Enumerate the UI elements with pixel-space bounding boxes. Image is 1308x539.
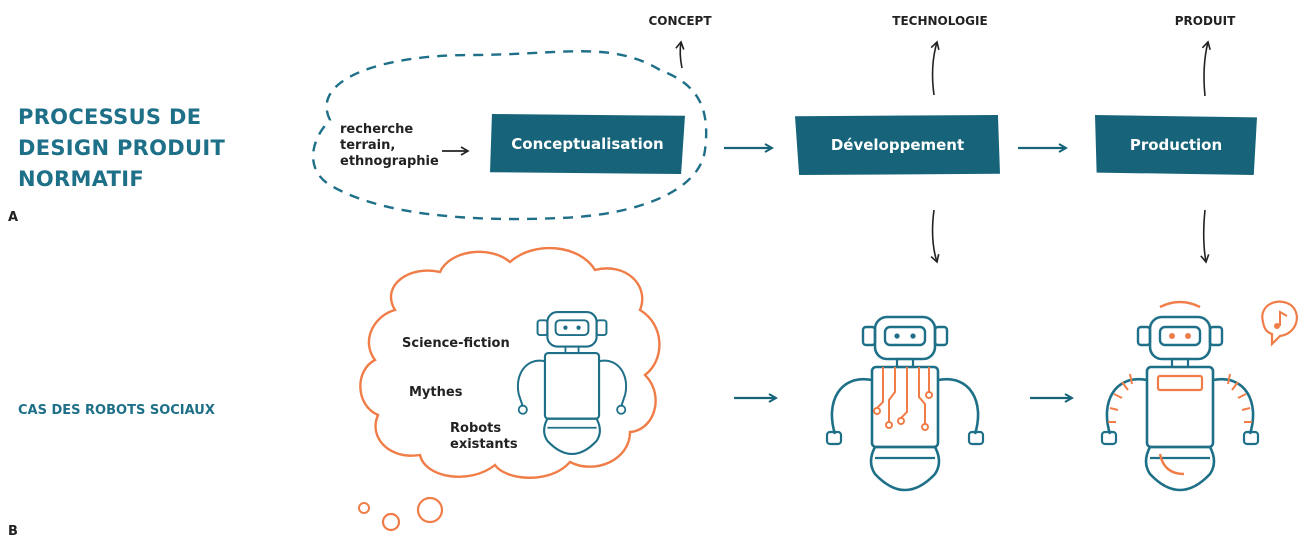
step-developpement: Développement xyxy=(795,115,1000,175)
research-label: recherche terrain, ethnographie xyxy=(340,122,439,170)
cloud-robots-line-2: existants xyxy=(450,437,518,452)
arrow-up-tech xyxy=(930,40,940,96)
research-scope-outline xyxy=(311,50,708,221)
arrow-up-concept xyxy=(675,40,685,69)
robot-imagined-icon xyxy=(516,311,628,456)
research-line-3: ethnographie xyxy=(340,154,439,169)
cloud-mythes: Mythes xyxy=(409,385,463,400)
thought-cloud xyxy=(359,246,661,479)
research-line-2: terrain, xyxy=(340,138,396,153)
arrow-down-prod xyxy=(1200,209,1210,264)
cloud-science-fiction: Science-fiction xyxy=(402,336,510,351)
arrow-up-prod xyxy=(1201,40,1211,97)
thought-bubble-medium xyxy=(381,512,401,532)
research-line-1: recherche xyxy=(340,122,414,137)
arrow-down-dev xyxy=(930,209,940,264)
section-a-label: A xyxy=(8,210,19,225)
output-produit: PRODUIT xyxy=(1174,14,1236,28)
step-conceptualisation: Conceptualisation xyxy=(490,114,685,174)
robot-development-icon xyxy=(825,315,985,492)
output-technologie: TECHNOLOGIE xyxy=(892,14,988,28)
page-title: PROCESSUS DE DESIGN PRODUIT NORMATIF xyxy=(18,102,298,195)
cloud-robots-line-1: Robots xyxy=(450,421,502,436)
page-title-line-2: DESIGN PRODUIT xyxy=(18,136,226,160)
step-production: Production xyxy=(1095,115,1257,175)
page-title-line-3: NORMATIF xyxy=(18,167,145,191)
thought-bubble-small xyxy=(358,502,370,514)
output-concept: CONCEPT xyxy=(648,14,712,28)
page-title-line-1: PROCESSUS DE xyxy=(18,105,202,129)
robot-product-icon xyxy=(1100,300,1260,492)
thought-bubble-large xyxy=(416,496,444,524)
music-note-icon xyxy=(1261,300,1298,347)
cloud-robots-existants: Robots existants xyxy=(450,421,518,453)
case-title: CAS DES ROBOTS SOCIAUX xyxy=(18,403,215,418)
section-b-label: B xyxy=(8,524,18,539)
